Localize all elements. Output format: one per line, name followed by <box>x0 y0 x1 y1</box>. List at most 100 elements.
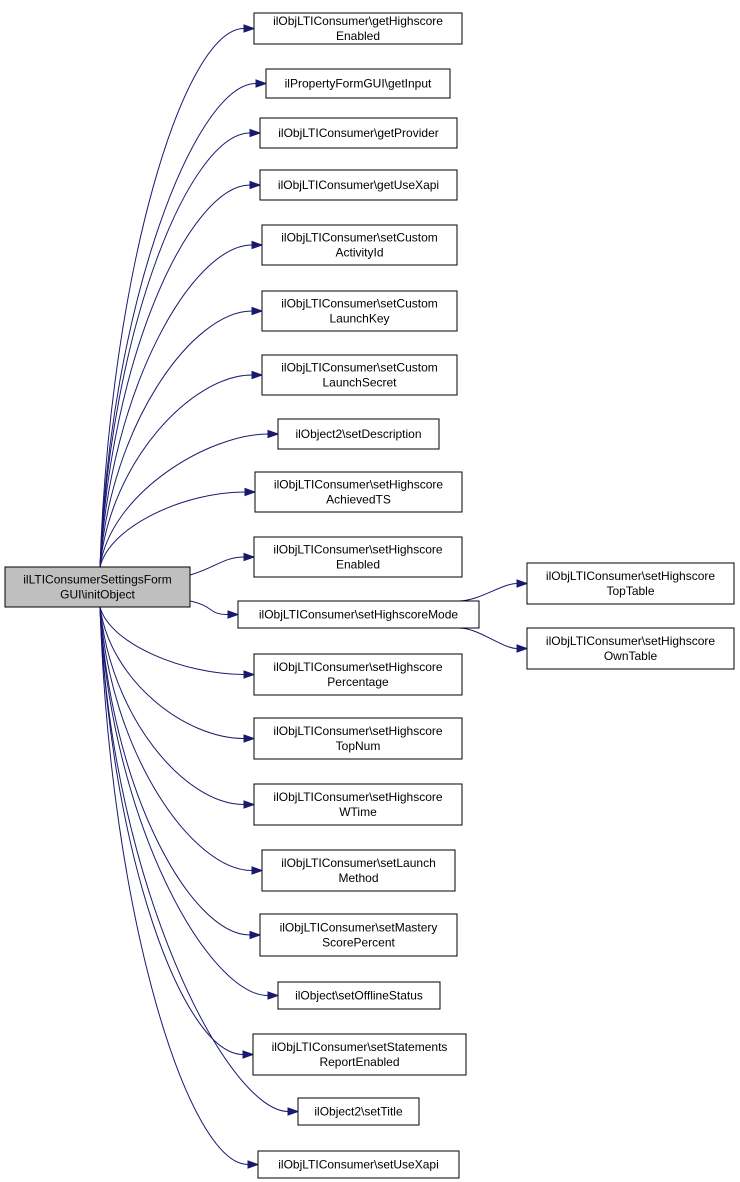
function-node[interactable]: ilObject\setOfflineStatus <box>277 981 441 1010</box>
node-box <box>277 418 440 450</box>
arrowhead <box>243 670 256 679</box>
call-edge <box>99 24 256 568</box>
function-node[interactable]: ilObjLTIConsumer\getUseXapi <box>259 169 458 201</box>
edge-line <box>99 433 269 568</box>
node-label: OwnTable <box>604 649 658 663</box>
edge-line <box>189 600 229 615</box>
node-label: ilObjLTIConsumer\setUseXapi <box>278 1158 439 1172</box>
node-label: ilObjLTIConsumer\setHighscore <box>273 660 442 674</box>
arrowhead <box>267 991 280 1000</box>
arrowhead <box>242 1050 255 1059</box>
node-box <box>261 849 456 892</box>
call-edge <box>458 627 529 653</box>
call-edge <box>99 306 264 568</box>
call-edge <box>99 606 260 1169</box>
node-label: ilObjLTIConsumer\getUseXapi <box>278 178 439 192</box>
edge-line <box>458 583 518 602</box>
node-label: ilObjLTIConsumer\setHighscore <box>273 724 442 738</box>
edge-line <box>99 310 253 568</box>
node-box <box>253 717 463 760</box>
call-edge <box>99 606 256 743</box>
node-label: TopNum <box>336 739 381 753</box>
node-label: ilLTIConsumerSettingsForm <box>23 573 172 587</box>
call-edge <box>99 79 268 568</box>
node-label: ilObjLTIConsumer\setHighscore <box>273 790 442 804</box>
node-label: ilObject2\setTitle <box>314 1105 403 1119</box>
node-label: ilObjLTIConsumer\setLaunch <box>281 856 436 870</box>
edge-line <box>99 606 289 1112</box>
node-label: ilObjLTIConsumer\setStatements <box>272 1040 448 1054</box>
edge-line <box>99 606 269 996</box>
function-node[interactable]: ilObjLTIConsumer\setHighscoreMode <box>237 600 480 629</box>
call-edge <box>99 606 255 1059</box>
function-node[interactable]: ilObjLTIConsumer\setUseXapi <box>257 1150 460 1179</box>
node-label: ilObjLTIConsumer\setHighscore <box>273 543 442 557</box>
node-label: ilObjLTIConsumer\setMastery <box>280 921 438 935</box>
node-label: Enabled <box>336 558 380 572</box>
call-edge <box>99 180 262 568</box>
node-label: Enabled <box>336 29 380 43</box>
arrowhead <box>247 1160 260 1169</box>
arrowhead <box>267 429 280 439</box>
function-node[interactable]: ilObject2\setDescription <box>277 418 440 450</box>
node-label: ActivityId <box>335 246 383 260</box>
node-box <box>526 627 735 670</box>
edge-line <box>99 606 245 805</box>
function-node[interactable]: ilObjLTIConsumer\getProvider <box>259 117 458 149</box>
arrowhead <box>249 180 262 190</box>
edge-line <box>458 627 518 649</box>
function-node[interactable]: ilPropertyFormGUI\getInput <box>265 68 451 99</box>
node-box <box>259 169 458 201</box>
node-box <box>237 600 480 629</box>
arrowhead <box>516 579 529 588</box>
arrowhead <box>243 24 256 33</box>
node-box <box>265 68 451 99</box>
node-label: ilObjLTIConsumer\setHighscore <box>546 634 715 648</box>
node-label: ilObjLTIConsumer\setHighscore <box>274 478 443 492</box>
node-box <box>297 1097 420 1126</box>
node-label: ilObjLTIConsumer\setCustom <box>281 361 438 375</box>
edge-line <box>99 184 251 568</box>
node-box <box>277 981 441 1010</box>
edge-line <box>99 244 253 568</box>
call-edge <box>189 552 256 576</box>
arrowhead <box>243 552 256 562</box>
function-nodes: ilLTIConsumerSettingsFormGUI\initObjecti… <box>4 12 735 1179</box>
call-edge <box>99 606 256 679</box>
node-label: LaunchKey <box>329 312 389 326</box>
node-label: ilPropertyFormGUI\getInput <box>285 77 432 91</box>
node-label: ilObjLTIConsumer\setHighscoreMode <box>259 608 459 622</box>
node-label: ilObjLTIConsumer\setCustom <box>281 231 438 245</box>
call-edge <box>99 370 264 568</box>
node-label: GUI\initObject <box>60 588 135 602</box>
node-box <box>253 536 463 578</box>
node-label: TopTable <box>606 584 654 598</box>
node-box <box>259 913 458 957</box>
arrowhead <box>227 610 240 619</box>
function-node[interactable]: ilObject2\setTitle <box>297 1097 420 1126</box>
edge-line <box>99 374 253 568</box>
function-node[interactable]: ilObjLTIConsumer\setStatementsReportEnab… <box>252 1033 467 1076</box>
arrowhead <box>249 930 262 940</box>
node-label: ilObject2\setDescription <box>295 427 421 441</box>
arrowhead <box>287 1107 300 1116</box>
call-edge <box>458 579 529 602</box>
edge-line <box>99 83 257 568</box>
call-edge <box>99 606 300 1116</box>
edge-line <box>99 606 249 1165</box>
node-label: AchievedTS <box>326 493 391 507</box>
